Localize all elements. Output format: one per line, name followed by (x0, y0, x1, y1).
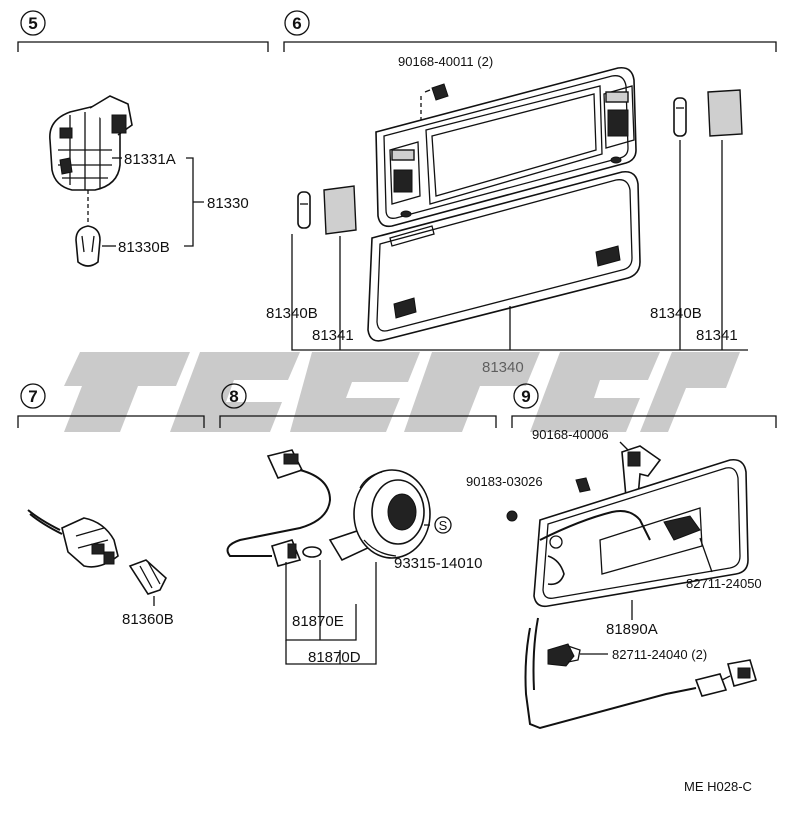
section-7-number: 7 (28, 387, 37, 406)
section-6: 6 90168-40011 (2) (266, 10, 777, 376)
connector-s8 (266, 449, 304, 479)
label-82711-24040: 82711-24040 (2) (612, 647, 707, 662)
screw-symbol-letter: S (439, 518, 448, 533)
socket-with-wire-s7 (27, 509, 119, 568)
bulb-socket-81331a (49, 95, 133, 191)
section-7: 7 81360B (17, 383, 205, 628)
section-9: 9 90168-40006 90183-03026 82711-24050 (466, 383, 777, 730)
label-93315-14010: 93315-14010 (394, 555, 482, 572)
label-81340b-right: 81340B (650, 305, 702, 322)
section-5-badge (20, 10, 46, 36)
diffuser-81341-left (323, 185, 357, 235)
label-81330: 81330 (207, 195, 249, 212)
festoon-bulb-left (297, 191, 311, 229)
label-81870e: 81870E (292, 613, 344, 630)
wedge-bulb-81330b (75, 225, 101, 267)
label-81870d: 81870D (308, 649, 361, 666)
label-81360b: 81360B (122, 611, 174, 628)
section-6-badge (284, 10, 310, 36)
screw-90183-03026 (575, 477, 591, 493)
bulb-s8 (302, 546, 322, 558)
section-7-bracket (17, 415, 205, 428)
section-8-bracket (219, 415, 497, 428)
socket-81870e (271, 539, 302, 567)
section-8-number: 8 (229, 387, 238, 406)
section-9-bracket (511, 415, 777, 428)
visor-plate-s9 (533, 458, 749, 608)
section-6-bracket (283, 41, 777, 52)
vanity-mirror-housing (375, 66, 637, 228)
wire-harness-s8 (226, 469, 332, 557)
diagram-code: ME H028-C (684, 779, 752, 794)
label-82711-24050: 82711-24050 (686, 576, 762, 591)
label-90168-40006: 90168-40006 (532, 427, 609, 442)
section-9-badge (513, 383, 539, 409)
label-81340b-left: 81340B (266, 305, 318, 322)
label-81341-left: 81341 (312, 327, 354, 344)
lens-81340 (367, 170, 641, 342)
s5-bracket-81330 (184, 157, 204, 247)
section-5-number: 5 (28, 14, 37, 33)
diffuser-81341-right (707, 89, 743, 137)
label-81330b: 81330B (118, 239, 170, 256)
screw-90168-40011 (424, 83, 449, 101)
nut-s9 (506, 510, 518, 522)
section-5-bracket (17, 41, 269, 52)
section-9-number: 9 (521, 387, 530, 406)
section-6-number: 6 (292, 14, 301, 33)
section-7-badge (20, 383, 46, 409)
label-90183-03026: 90183-03026 (466, 474, 543, 489)
label-81331a: 81331A (124, 151, 176, 168)
section-8: 8 S 93315-14010 81870E 81870D (219, 383, 497, 666)
wire-s9-upper (539, 510, 651, 541)
connector-s9 (694, 659, 758, 697)
section-5: 5 81331A 81330B 81330 (17, 10, 269, 267)
switch-82711-24050 (663, 515, 701, 541)
section-8-badge (221, 383, 247, 409)
festoon-bulb-right (673, 97, 687, 137)
clip-82711-24040 (547, 643, 581, 667)
wire-harness-s9 (524, 627, 697, 730)
screw-symbol-93315 (434, 516, 452, 534)
label-81890a: 81890A (606, 621, 658, 638)
wedge-bulb-81360b (128, 559, 167, 595)
label-81341-right: 81341 (696, 327, 738, 344)
watermark-logo (64, 352, 740, 432)
lamp-housing-81870d (328, 469, 431, 562)
label-90168-40011: 90168-40011 (2) (398, 54, 493, 69)
